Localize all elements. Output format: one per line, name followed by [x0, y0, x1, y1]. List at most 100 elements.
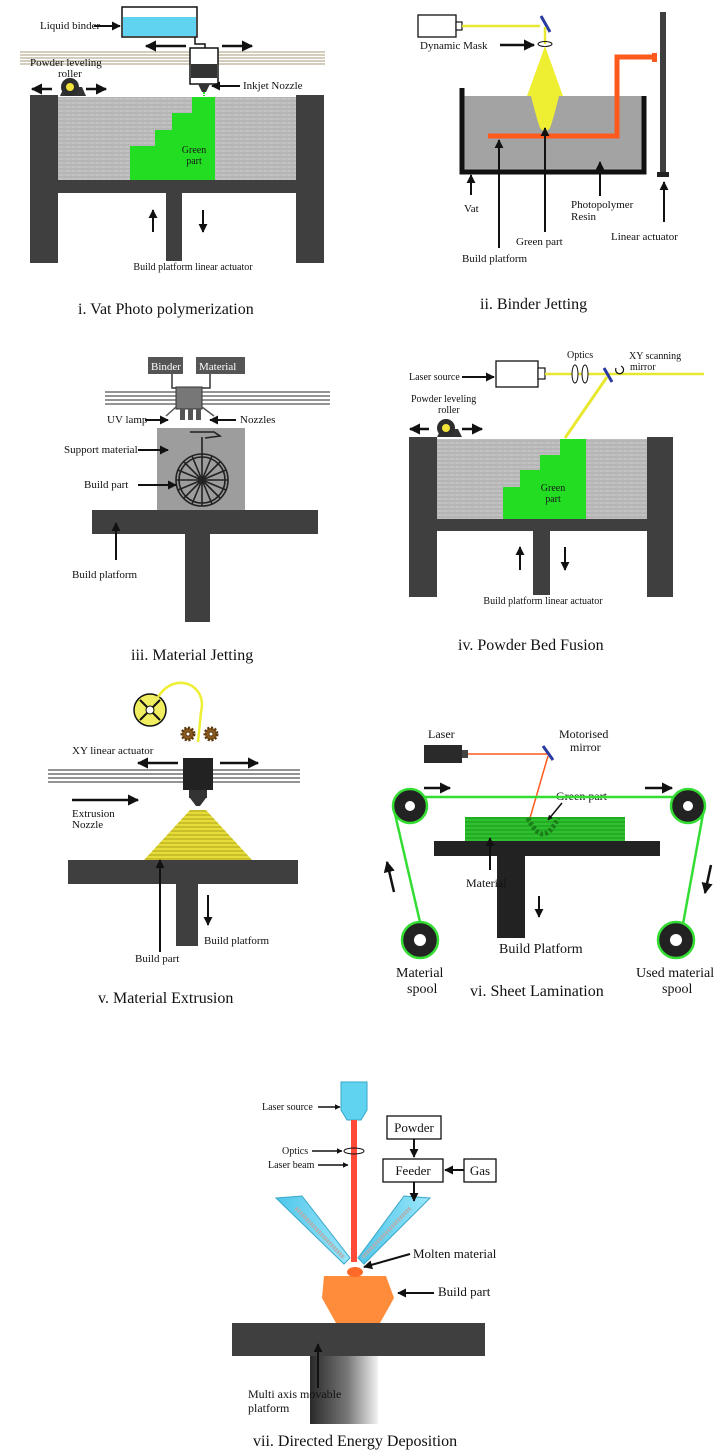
build-part-label: Build part [135, 953, 179, 965]
platform-label-1: Multi axis movable [248, 1387, 341, 1401]
panel-directed-energy-deposition: Laser source Optics Laser beam Powder Fe… [232, 1081, 497, 1450]
gas-label: Gas [470, 1163, 490, 1178]
panel-material-jetting: Binder Material UV lamp Nozzles Support … [64, 357, 330, 664]
optics-label: Optics [282, 1146, 308, 1157]
used-spool-label-1: Used material [636, 966, 714, 981]
build-platform [68, 860, 298, 884]
actuator-label: Build platform linear actuator [483, 596, 603, 607]
left-powder-nozzle [274, 1195, 351, 1265]
caption-ii: ii. Binder Jetting [480, 296, 587, 313]
light-cone [527, 46, 563, 96]
caption-v: v. Material Extrusion [98, 990, 233, 1007]
laser-body [424, 745, 462, 763]
feeder-label: Feeder [395, 1163, 431, 1178]
material-sheets [465, 817, 625, 841]
optics-lens-1 [571, 364, 579, 384]
gantry-rails [20, 51, 325, 65]
resin-label-1: Photopolymer [571, 199, 634, 211]
build-platform [434, 841, 660, 856]
caption-iii: iii. Material Jetting [131, 647, 253, 664]
xy-scanning-mirror [602, 367, 614, 383]
motorised-mirror [541, 745, 555, 761]
laser-label: Laser [428, 727, 455, 741]
panel-sheet-lamination: Laser Motorised mirror Green part Build … [383, 727, 714, 1000]
optics-label: Optics [567, 350, 593, 361]
platform-column [497, 856, 525, 938]
linear-actuator-label: Linear actuator [611, 231, 678, 243]
dynamic-mask-label: Dynamic Mask [420, 40, 488, 52]
build-part-label: Build part [84, 479, 128, 491]
actuator-column [533, 531, 550, 595]
actuator-column [166, 193, 182, 261]
platform-column [310, 1356, 378, 1424]
build-platform-label: Build platform [462, 253, 528, 265]
gantry-rails [105, 391, 330, 405]
binder-label: Binder [151, 361, 181, 373]
green-part-label-2: part [545, 494, 561, 505]
molten-label: Molten material [413, 1246, 497, 1261]
material-spool-label-1: Material [396, 966, 444, 981]
caption-vi: vi. Sheet Lamination [470, 983, 604, 1000]
material-label: Material [466, 876, 507, 890]
green-part-ring [525, 816, 561, 837]
roller-label-2: roller [438, 405, 460, 416]
build-platform [92, 510, 318, 534]
laser-beam-2 [529, 755, 549, 819]
caption-vii: vii. Directed Energy Deposition [253, 1433, 457, 1450]
liquid-binder-label: Liquid binder [40, 20, 101, 32]
gantry-rails [48, 769, 300, 783]
mirror-label-1: Motorised [559, 727, 608, 741]
material-reservoir [196, 357, 245, 374]
print-head [175, 386, 203, 410]
build-part-label: Build part [438, 1284, 491, 1299]
nozzle-label-1: Extrusion [72, 808, 115, 820]
build-platform-label: Build Platform [499, 942, 583, 957]
build-platform [437, 519, 651, 531]
panel-material-extrusion: XY linear actuator Extrusion Nozzle Buil… [48, 681, 300, 1007]
support-label: Support material [64, 444, 138, 456]
movable-platform [232, 1323, 485, 1356]
panel-binder-jetting: Dynamic Mask Vat Build platform Green pa… [417, 12, 678, 313]
binder-reservoir [148, 357, 183, 374]
caption-iv: iv. Powder Bed Fusion [458, 637, 604, 654]
xy-mirror-label-1: XY scanning [629, 351, 681, 362]
right-wall [647, 437, 673, 597]
laser-beam [563, 376, 609, 439]
nozzles-label: Nozzles [240, 414, 275, 426]
molten-pool [347, 1267, 363, 1277]
support-material [157, 428, 245, 510]
inkjet-nozzle-label: Inkjet Nozzle [243, 80, 303, 92]
roller-label-1: Powder leveling [411, 394, 476, 405]
mirror-label-2: mirror [570, 740, 601, 754]
roller-label-1: Powder leveling [30, 57, 102, 69]
left-wall [30, 95, 58, 263]
material-label: Material [199, 361, 236, 373]
panel-powder-bed-fusion: Optics XY scanning mirror Laser source G… [408, 350, 704, 654]
powder-label: Powder [394, 1120, 434, 1135]
right-wall [296, 95, 324, 263]
green-part-label: Green part [516, 236, 563, 248]
caption-i: i. Vat Photo polymerization [78, 301, 254, 318]
material-belt [393, 795, 705, 936]
green-part-label-2: part [186, 156, 202, 167]
green-part [130, 97, 215, 180]
laser-source-label: Laser source [262, 1102, 313, 1113]
roller-label-2: roller [58, 68, 82, 80]
laser-source-box [495, 360, 539, 388]
vat-label: Vat [464, 203, 479, 215]
drive-gears [180, 726, 219, 742]
green-part-label-1: Green [182, 145, 206, 156]
actuator-label: Build platform linear actuator [133, 262, 253, 273]
material-spool-label-2: spool [407, 982, 437, 997]
resin-label-2: Resin [571, 211, 597, 223]
light-source [417, 14, 457, 38]
optics-lens [343, 1147, 365, 1155]
platform-column [185, 534, 210, 622]
extruder-head [183, 758, 213, 790]
extruded-build-part [144, 810, 252, 860]
xy-mirror-label-2: mirror [630, 362, 656, 373]
xy-actuator-label: XY linear actuator [72, 745, 154, 757]
green-part-label-1: Green [541, 483, 565, 494]
optics-lens-2 [581, 364, 589, 384]
uv-lamp-label: UV lamp [107, 414, 148, 426]
